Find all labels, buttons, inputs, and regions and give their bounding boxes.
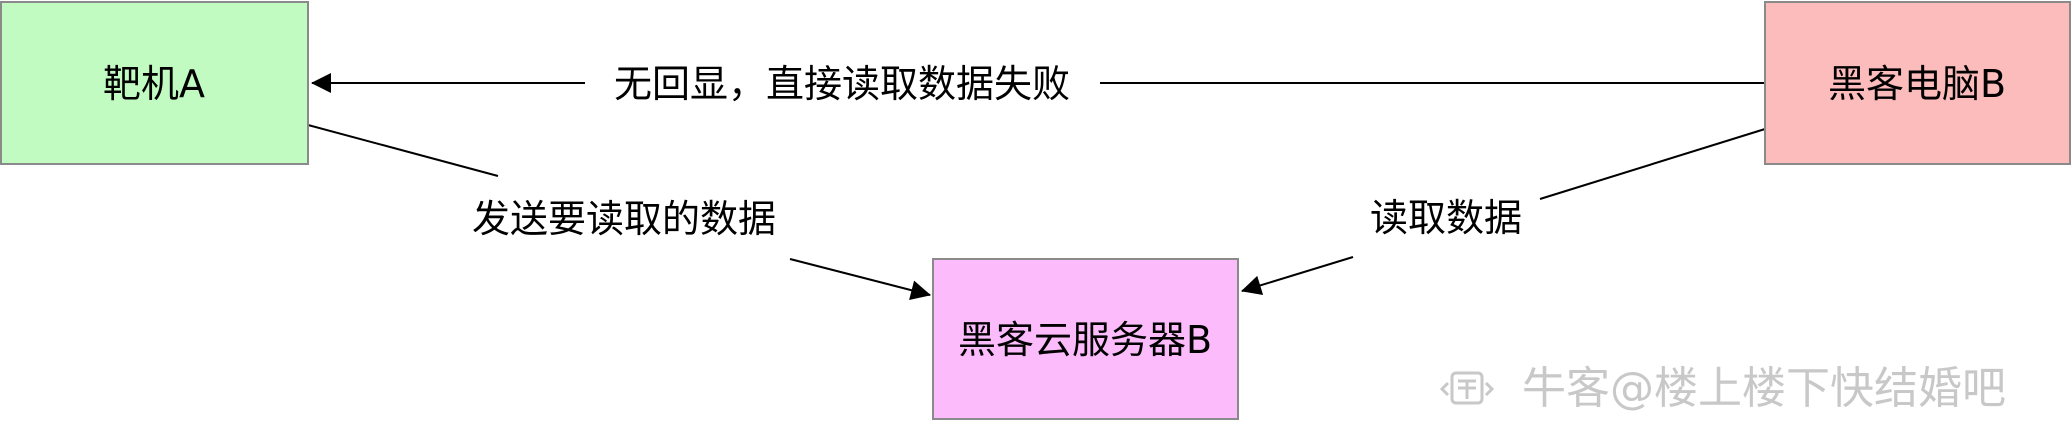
edge-send-data: 发送要读取的数据: [307, 124, 931, 300]
edge-send-data-line-bottom: [789, 258, 931, 300]
node-hacker-pc: 黑客电脑B: [1764, 1, 2071, 165]
edge-read-data-line-bottom: [1241, 256, 1354, 295]
node-cloud-server-label: 黑客云服务器B: [958, 318, 1212, 362]
watermark: 牛客@楼上楼下快结婚吧: [1439, 363, 2006, 414]
nowcoder-logo-icon: [1439, 371, 1495, 405]
node-hacker-pc-box: [1764, 1, 2071, 165]
edge-read-data-label: 读取数据: [1370, 196, 1522, 240]
edge-read-data: 读取数据: [1241, 128, 1766, 295]
node-hacker-pc-label: 黑客电脑B: [1828, 62, 2006, 106]
edge-no-echo-label: 无回显，直接读取数据失败: [614, 62, 1070, 106]
watermark-text: 牛客@楼上楼下快结婚吧: [1522, 363, 2006, 414]
edge-read-data-line-top: [1539, 128, 1766, 200]
node-target-label: 靶机A: [103, 62, 205, 106]
node-cloud-server-box: [932, 258, 1239, 420]
edge-send-data-line-top: [307, 124, 499, 177]
edge-send-data-label: 发送要读取的数据: [472, 197, 776, 241]
edge-no-echo: 无回显，直接读取数据失败: [311, 62, 1765, 106]
node-target-box: [0, 1, 309, 165]
node-cloud-server: 黑客云服务器B: [932, 258, 1239, 420]
node-target: 靶机A: [0, 1, 309, 165]
